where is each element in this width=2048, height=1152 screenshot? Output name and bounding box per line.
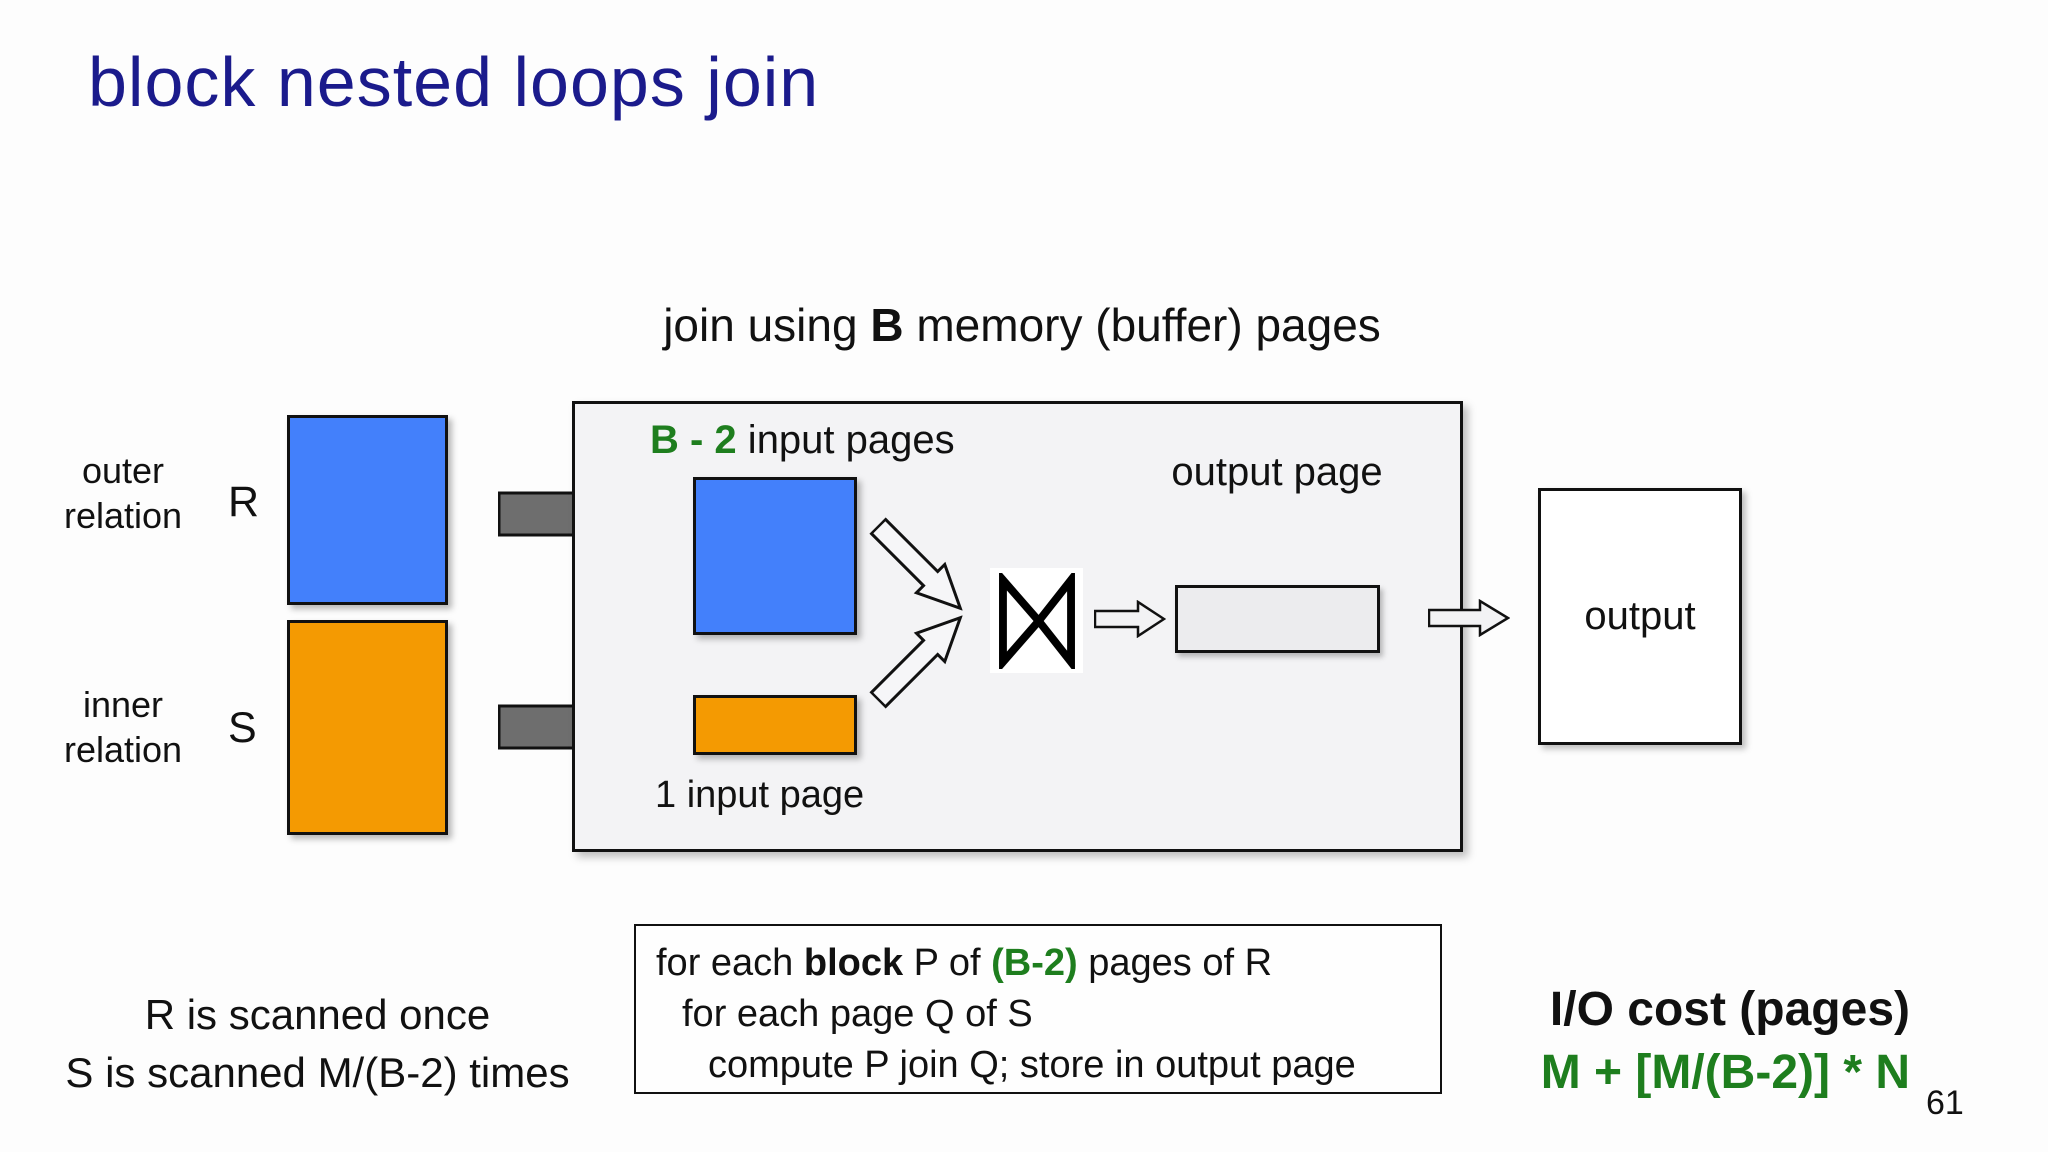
io-cost-heading: I/O cost (pages) [1549,983,1910,1036]
relation-r-rect [287,415,448,605]
feed-arrow-upper-icon [861,509,978,626]
input-pages-label-b2: B - 2 [650,418,737,462]
inner-relation-label-line1: inner [82,684,164,725]
pseudocode-line1-t2: P of [903,942,992,984]
output-page-rect [1175,585,1380,653]
input-pages-label: B - 2 input pages [650,418,955,463]
one-input-page-label: 1 input page [655,774,865,816]
buffer-input-pages-blue-rect [693,477,857,635]
output-page-label: output page [1171,450,1383,494]
memory-caption-pre: join using [663,299,871,351]
relation-r-letter: R [228,478,260,526]
memory-caption-post: memory (buffer) pages [903,299,1381,351]
io-cost-block: I/O cost (pages) M + [M/(B-2)] * N [1410,982,1910,1100]
outer-relation-label-line1: outer [81,450,165,491]
page-number: 61 [1926,1084,1964,1122]
pseudocode-line1: for each block P of (B-2) pages of R [656,938,1420,989]
scan-notes: R is scanned once S is scanned M/(B-2) t… [35,986,600,1102]
relation-s-letter: S [228,704,257,752]
output-box: output [1538,488,1742,745]
inner-relation-label-line2: relation [63,729,183,770]
pseudocode-line1-bold: block [803,942,904,984]
relation-s-rect [287,620,448,835]
buffer-input-page-orange-rect [693,695,857,755]
join-to-output-arrow-icon [1094,600,1166,638]
memory-caption-b: B [870,299,904,351]
join-bowtie-icon [990,568,1083,673]
pseudocode-line2: for each page Q of S [682,993,1033,1035]
scan-note-r: R is scanned once [144,991,491,1038]
box-to-output-arrow-icon [1428,599,1510,637]
feed-arrow-lower-icon [861,599,978,716]
pseudocode-box: for each block P of (B-2) pages of R for… [634,924,1442,1094]
output-box-label: output [1584,594,1696,638]
outer-relation-label-line2: relation [63,495,183,536]
inner-relation-label: inner relation [38,682,208,772]
pseudocode-line1-t3: pages of R [1077,942,1273,984]
input-pages-label-rest: input pages [736,418,955,462]
pseudocode-line1-green: (B-2) [991,942,1078,984]
pseudocode-line3: compute P join Q; store in output page [708,1044,1356,1086]
io-cost-formula: M + [M/(B-2)] * N [1540,1046,1910,1099]
slide-title: block nested loops join [88,43,820,121]
scan-note-s: S is scanned M/(B-2) times [65,1049,570,1096]
memory-caption: join using B memory (buffer) pages [522,298,1522,352]
outer-relation-label: outer relation [38,448,208,538]
pseudocode-line1-t1: for each [656,942,804,984]
